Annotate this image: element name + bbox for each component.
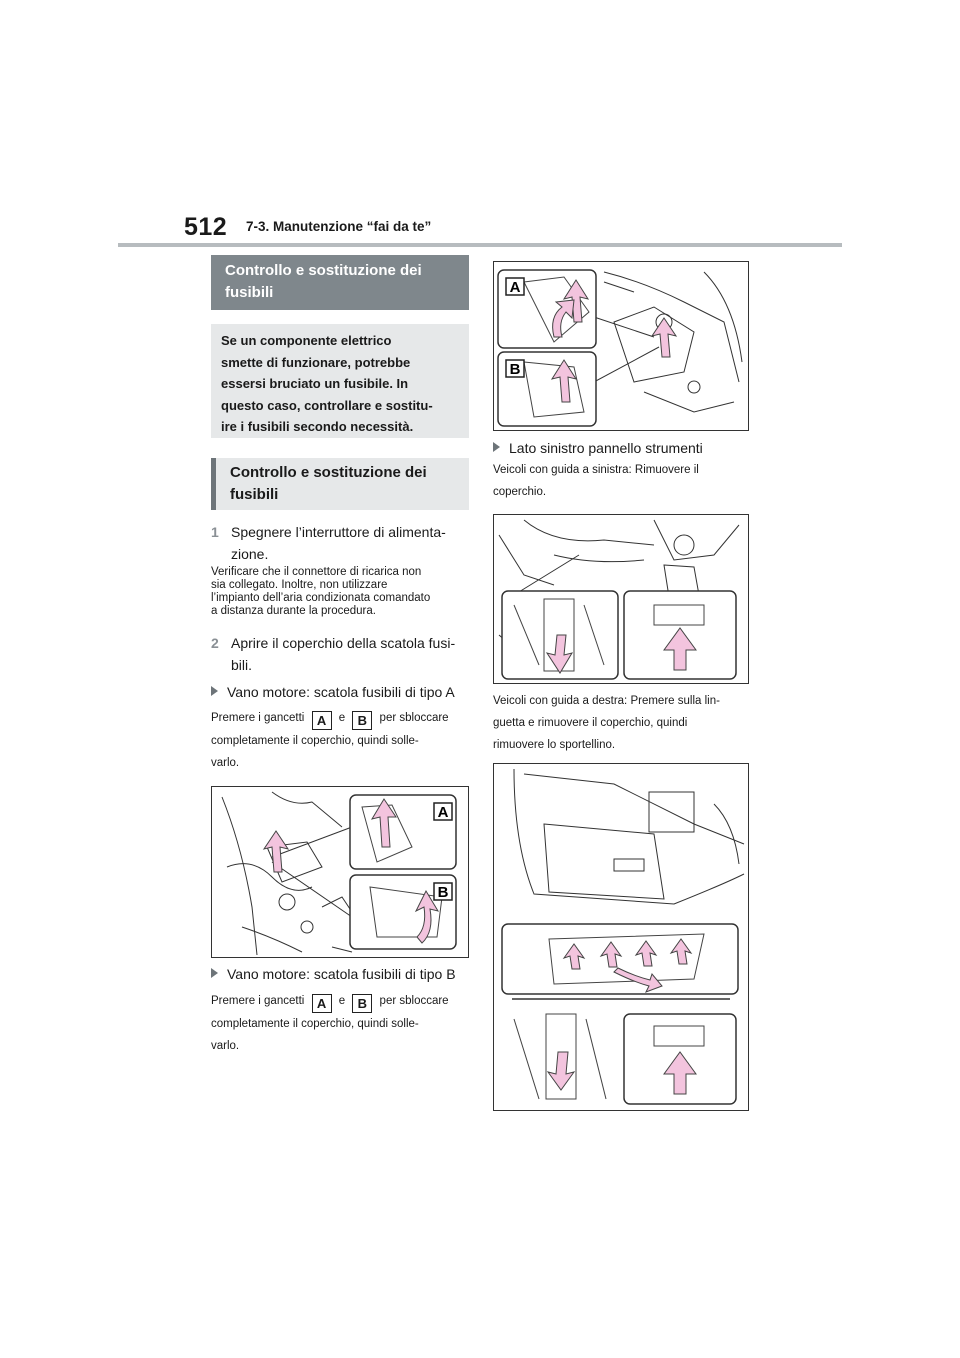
engine-illustration: A B <box>221 791 457 956</box>
bullet-icon <box>211 686 218 696</box>
arrow-icon <box>663 627 697 671</box>
bullet-type-b: Vano motore: scatola fusibili di tipo B <box>211 966 456 982</box>
summary-line: smette di funzionare, potrebbe <box>221 354 411 370</box>
step-2: 2 Aprire il coperchio della scatola fusi-… <box>211 632 469 676</box>
figure-rhd-cover <box>493 763 749 1111</box>
summary-line: Se un componente elettrico <box>221 333 392 348</box>
note-line: sia collegato. Inoltre, non utilizzare <box>211 579 388 591</box>
bullet-text: Vano motore: scatola fusibili di tipo A <box>227 684 455 700</box>
section-title: Controllo e sostituzione dei fusibili <box>211 255 469 310</box>
step-text: Aprire il coperchio della scatola fusi- <box>231 635 456 651</box>
step-number: 1 <box>211 524 219 540</box>
header-rule <box>118 243 842 247</box>
bullet-icon <box>211 968 218 978</box>
para-line: guetta e rimuovere il coperchio, quindi <box>493 717 688 729</box>
para-text: e <box>338 995 346 1007</box>
chapter-title: 7-3. Manutenzione “fai da te” <box>246 219 432 234</box>
dashboard-illustration <box>501 768 745 1105</box>
figure-lhd-cover <box>493 514 749 684</box>
arrow-icon <box>599 941 623 968</box>
para-text: per sbloccare <box>379 712 449 724</box>
bullet-text: Lato sinistro pannello strumenti <box>509 440 703 456</box>
engine-illustration: A B <box>497 269 743 427</box>
label-a: A <box>438 804 449 821</box>
note-line: Verificare che il connettore di ricarica… <box>211 566 422 578</box>
arrow-icon <box>545 634 574 674</box>
arrow-icon <box>370 798 397 848</box>
dashboard-illustration <box>498 519 740 680</box>
bullet-instrument-panel: Lato sinistro pannello strumenti <box>493 440 703 456</box>
arrow-icon <box>613 967 663 993</box>
para-line: varlo. <box>211 1040 240 1052</box>
bullet-type-a: Vano motore: scatola fusibili di tipo A <box>211 684 455 700</box>
note-line: a distanza durante la procedura. <box>211 605 376 617</box>
arrow-icon <box>634 940 658 967</box>
figure-fusebox-type-a: A B <box>211 786 469 958</box>
label-b: B <box>438 884 449 901</box>
para-line: Veicoli con guida a destra: Premere sull… <box>493 695 720 707</box>
arrow-icon <box>650 317 678 358</box>
arrow-icon <box>546 1051 576 1091</box>
step-1: 1 Spegnere l’interruttore di alimenta- zi… <box>211 521 469 565</box>
page-number: 512 <box>184 213 228 241</box>
note-line: l’impianto dell’aria condizionata comand… <box>211 592 431 604</box>
para-line: varlo. <box>211 757 240 769</box>
step-text: zione. <box>231 546 269 562</box>
paragraph-type-a: Premere i gancetti A e B per sbloccare c… <box>211 707 473 774</box>
arrow-icon <box>562 943 586 970</box>
step-1-note: Verificare che il connettore di ricarica… <box>211 566 469 618</box>
summary-line: ire i fusibili secondo necessità. <box>221 419 414 434</box>
step-number: 2 <box>211 635 219 651</box>
rhd-paragraph: Veicoli con guida a destra: Premere sull… <box>493 690 755 756</box>
arrow-icon <box>663 1051 697 1095</box>
paragraph-type-b: Premere i gancetti A e B per sbloccare c… <box>211 990 473 1057</box>
para-text: Premere i gancetti <box>211 995 305 1007</box>
step-text: Spegnere l’interruttore di alimenta- <box>231 524 446 540</box>
badge-b: B <box>352 994 373 1013</box>
lhd-paragraph: Veicoli con guida a sinistra: Rimuovere … <box>493 459 753 503</box>
para-text: per sbloccare <box>379 995 449 1007</box>
arrow-icon <box>262 830 290 873</box>
arrow-icon <box>414 889 440 944</box>
step-text: bili. <box>231 657 253 673</box>
label-a: A <box>510 279 521 296</box>
arrow-icon <box>669 938 693 965</box>
bullet-icon <box>493 442 500 452</box>
bullet-text: Vano motore: scatola fusibili di tipo B <box>227 966 456 982</box>
label-b: B <box>510 361 521 378</box>
badge-a: A <box>311 994 332 1013</box>
para-text: e <box>338 712 346 724</box>
figure-fusebox-type-b: A B <box>493 261 749 431</box>
para-line: completamente il coperchio, quindi solle… <box>211 1018 419 1030</box>
para-line: Veicoli con guida a sinistra: Rimuovere … <box>493 464 699 476</box>
badge-b: B <box>352 711 373 730</box>
badge-a: A <box>311 711 332 730</box>
para-line: rimuovere lo sportellino. <box>493 739 616 751</box>
para-line: coperchio. <box>493 486 547 498</box>
summary-line: questo caso, controllare e sostitu- <box>221 397 433 413</box>
summary-box: Se un componente elettrico smette di fun… <box>211 324 469 438</box>
para-text: Premere i gancetti <box>211 712 305 724</box>
arrow-icon <box>562 279 590 323</box>
summary-line: essersi bruciato un fusibile. In <box>221 376 409 391</box>
para-line: completamente il coperchio, quindi solle… <box>211 735 419 747</box>
subsection-title: Controllo e sostituzione dei fusibili <box>211 458 469 510</box>
arrow-icon <box>552 299 575 338</box>
arrow-icon <box>550 359 578 403</box>
